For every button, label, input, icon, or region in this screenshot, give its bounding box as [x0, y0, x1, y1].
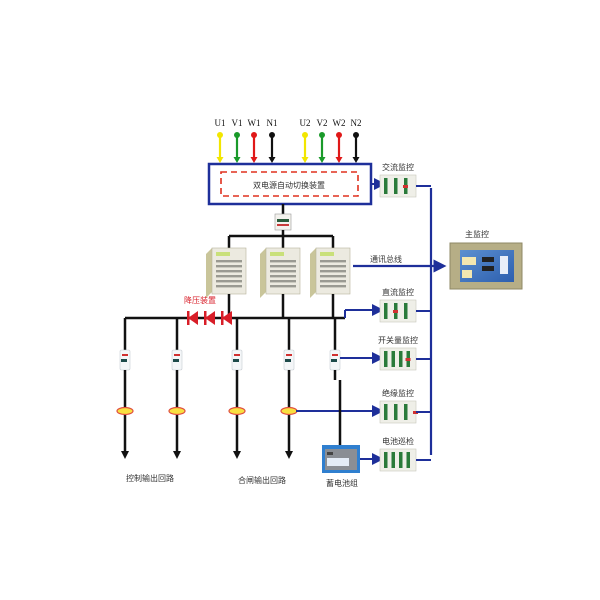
battery-group-label: 蓄电池组: [326, 478, 358, 488]
output-branch: [116, 349, 134, 459]
phase-input-w1: W1: [248, 118, 261, 163]
diode: [221, 311, 232, 325]
rectifier-module: [206, 247, 247, 298]
closing-output-label: 合闸输出回路: [238, 475, 286, 485]
battery-group: [322, 445, 360, 473]
rectifier-module: [310, 247, 351, 298]
phase-label: U1: [215, 118, 226, 128]
monitor-switch: 开关量监控: [378, 335, 431, 371]
ats-device: 双电源自动切换装置: [207, 162, 373, 206]
phase-input-v1: V1: [232, 118, 243, 163]
monitor-ac: 交流监控: [379, 162, 431, 198]
monitor-battery-inspect: 电池巡检: [379, 436, 431, 472]
phase-label: U2: [300, 118, 311, 128]
output-branch: [228, 349, 246, 459]
rectifier-modules: [206, 247, 351, 298]
phase-input-u1: U1: [215, 118, 226, 163]
monitor-label: 交流监控: [382, 162, 414, 172]
circuit-breaker: [119, 349, 131, 371]
output-branch: [280, 349, 298, 459]
phase-input-n1: N1: [267, 118, 278, 163]
rectifier-module: [260, 247, 301, 298]
phase-input-v2: V2: [317, 118, 328, 163]
current-transformer: [116, 406, 134, 416]
phase-label: W1: [248, 118, 261, 128]
control-output-label: 控制输出回路: [126, 473, 174, 483]
comm-bus-label: 通讯总线: [370, 254, 402, 264]
current-transformer: [280, 406, 298, 416]
phase-input-u2: U2: [300, 118, 311, 163]
step-down-device: 降压装置: [184, 295, 232, 325]
phase-label: W2: [333, 118, 346, 128]
step-down-label: 降压装置: [184, 295, 216, 305]
monitor-insulation: 绝缘监控: [379, 388, 431, 424]
ats-label: 双电源自动切换装置: [253, 180, 325, 190]
current-transformer: [168, 406, 186, 416]
monitor-label: 电池巡检: [382, 436, 414, 446]
phase-label: V2: [317, 118, 328, 128]
phase-label: N1: [267, 118, 278, 128]
distribution-breaker: [274, 213, 292, 231]
monitor-label: 绝缘监控: [382, 388, 414, 398]
monitor-label: 直流监控: [382, 287, 414, 297]
circuit-breaker: [329, 349, 341, 371]
circuit-breaker: [231, 349, 243, 371]
current-transformer: [228, 406, 246, 416]
phase-label: N2: [351, 118, 362, 128]
monitor-label: 开关量监控: [378, 335, 418, 345]
phase-label: V1: [232, 118, 243, 128]
diode: [187, 311, 198, 325]
phase-inputs: U1 V1 W1 N1 U2 V2 W2 N2: [215, 118, 362, 163]
output-branch: [168, 349, 186, 459]
monitor-dc: 直流监控: [379, 287, 431, 323]
main-monitor-label: 主监控: [465, 229, 489, 239]
output-branch: [329, 349, 341, 380]
phase-input-n2: N2: [351, 118, 362, 163]
circuit-breaker: [171, 349, 183, 371]
phase-input-w2: W2: [333, 118, 346, 163]
diode: [204, 311, 215, 325]
circuit-breaker: [283, 349, 295, 371]
main-monitor: 主监控: [449, 229, 523, 290]
output-branches: [116, 349, 341, 459]
